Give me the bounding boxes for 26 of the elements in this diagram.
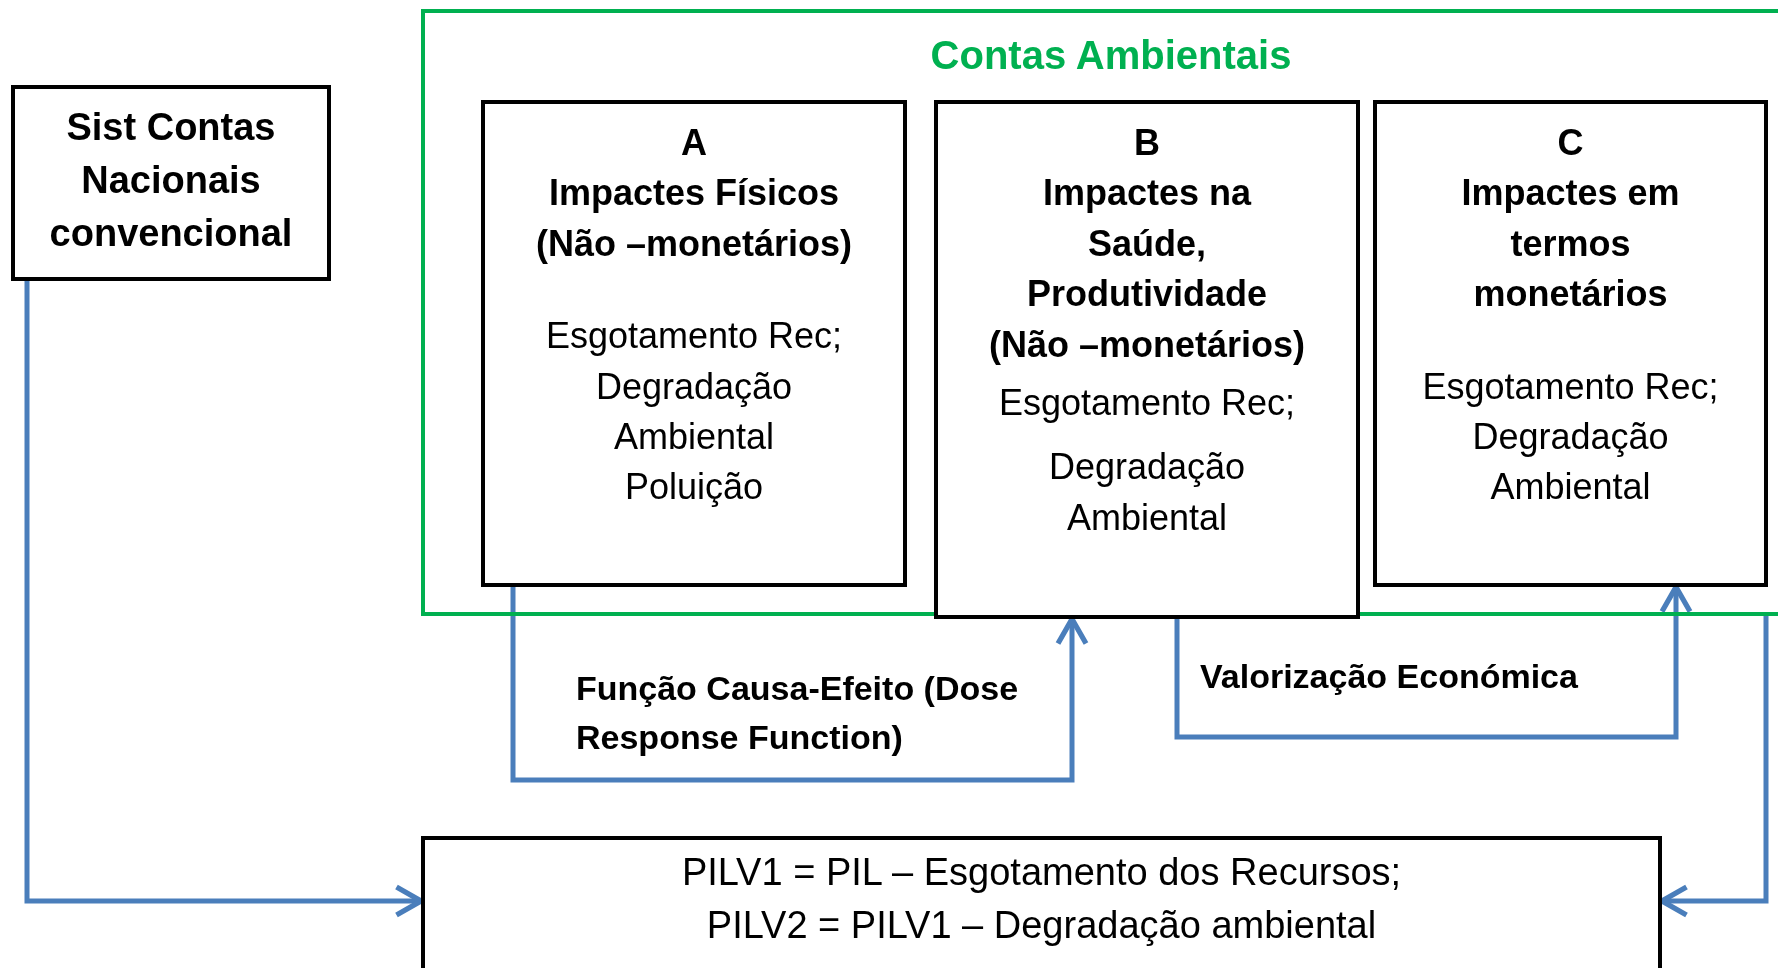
group-frame (421, 9, 1778, 616)
category-box (1373, 100, 1768, 587)
edge-label: Função Causa-Efeito (Dose Response Function) (576, 668, 1020, 759)
box-text: Esgotamento Rec; Degradação Ambiental Poluição (544, 314, 844, 510)
box-text: Esgotamento Rec; Degradação Ambiental (1421, 364, 1720, 510)
formula-box (421, 836, 1662, 968)
box-letter: A (681, 121, 707, 165)
edge-label: Valorização Económica (1200, 656, 1579, 697)
category-box (11, 85, 331, 281)
category-box (481, 100, 907, 587)
group-title: Contas Ambientais (930, 32, 1292, 79)
box-letter: C (1557, 121, 1584, 165)
box-heading: Sist Contas Nacionais convencional (48, 105, 294, 257)
category-box (934, 100, 1360, 619)
arrow (510, 587, 1089, 783)
box-heading: Impactes na Saúde, Produtividade (Não –monetários) (987, 171, 1307, 367)
box-text: Degradação Ambiental (1047, 445, 1247, 540)
box-text: PILV2 = PILV1 – Degradação ambiental (706, 903, 1377, 949)
box-heading: Impactes Físicos (Não –monetários) (534, 171, 854, 266)
arrow (1174, 584, 1693, 740)
box-text: PILV1 = PIL – Esgotamento dos Recursos; (681, 850, 1402, 895)
box-text: Esgotamento Rec; (998, 380, 1296, 425)
arrow (24, 281, 424, 918)
box-heading: Impactes em termos monetários (1460, 171, 1681, 317)
arrow (1659, 616, 1769, 918)
box-letter: B (1134, 121, 1160, 165)
